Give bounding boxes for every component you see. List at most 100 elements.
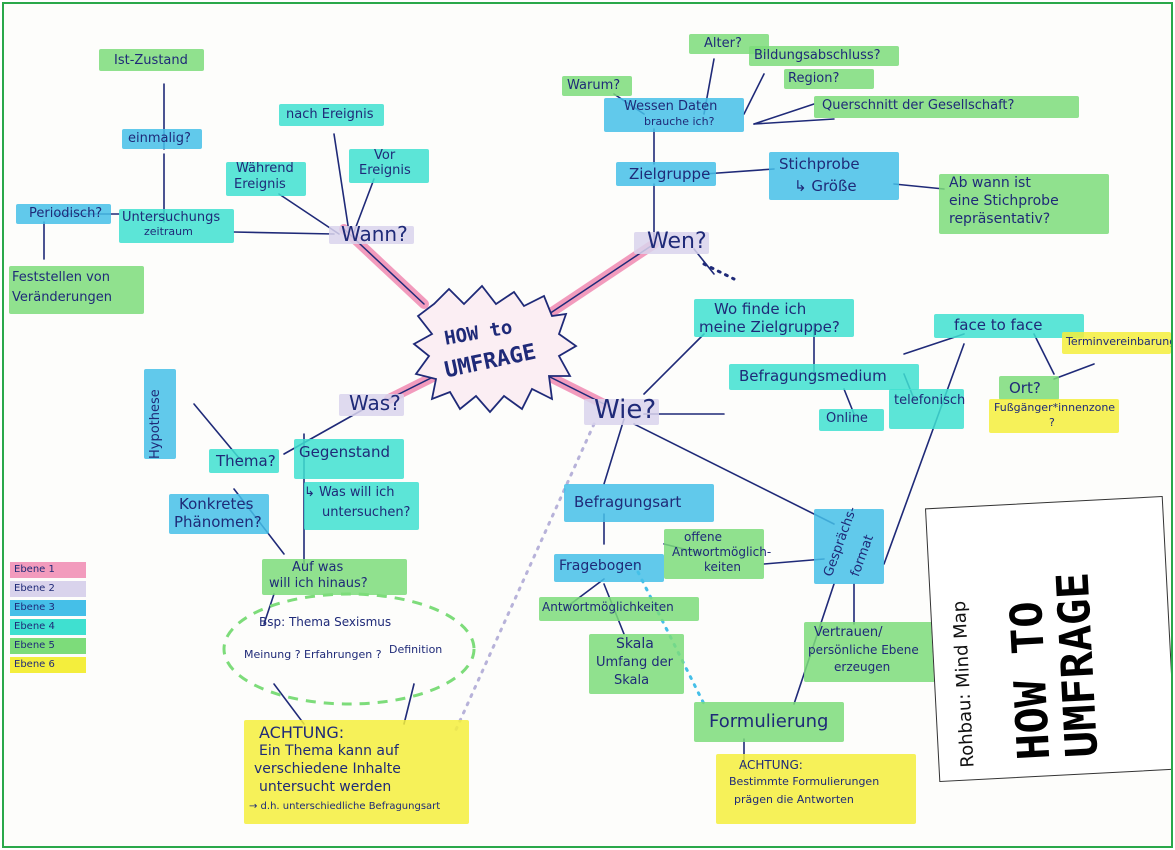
- node-face-to-face: face to face: [954, 316, 1043, 334]
- node-vertrauen-3: erzeugen: [834, 660, 891, 674]
- node-alter: Alter?: [704, 36, 742, 51]
- hl-ort: [999, 376, 1059, 400]
- node-was-will-1: ↳ Was will ich: [304, 485, 395, 500]
- node-konkretes-1: Konkretes: [179, 495, 254, 513]
- title-card: Rohbau: Mind Map HOW TO UMFRAGE: [924, 495, 1171, 783]
- node-offene-1: offene: [684, 530, 722, 544]
- node-untersuchungszeitraum-2: zeitraum: [144, 225, 193, 238]
- legend-item: Ebene 1: [10, 562, 86, 578]
- node-online: Online: [826, 411, 868, 426]
- node-auf-was-2: will ich hinaus?: [269, 576, 368, 591]
- node-gegenstand: Gegenstand: [299, 443, 391, 461]
- hl-online: [819, 409, 884, 431]
- node-achtung2-3: prägen die Antworten: [734, 793, 854, 806]
- node-feststellen-1: Feststellen von: [12, 270, 110, 285]
- node-groesse: ↳ Größe: [794, 177, 857, 195]
- node-wann: Wann?: [341, 222, 408, 246]
- hl-face-to-face: [934, 314, 1084, 338]
- hl-warum: [562, 76, 632, 96]
- hl-thema: [209, 449, 279, 473]
- hl-fussgaenger: [989, 399, 1119, 433]
- node-nach-ereignis: nach Ereignis: [286, 107, 374, 122]
- hl-befragungsmedium: [729, 364, 919, 390]
- hl-periodisch: [16, 204, 111, 224]
- node-zielgruppe: Zielgruppe: [629, 165, 711, 183]
- hl-befragungsart: [564, 484, 714, 522]
- hl-querschnitt: [814, 96, 1079, 118]
- hl-formulierung: [694, 702, 844, 742]
- hl-konkretes: [169, 494, 269, 534]
- hl-stichprobe: [769, 152, 899, 200]
- node-terminvereinbarung: Terminvereinbarung: [1066, 335, 1173, 348]
- hl-auf-was: [262, 559, 407, 595]
- hl-wie: [584, 399, 659, 425]
- hl-hypothese: [144, 369, 176, 459]
- node-wen: Wen?: [647, 229, 707, 254]
- hl-ist-zustand: [99, 49, 204, 71]
- node-antwortmoeglichkeiten: Antwortmöglichkeiten: [542, 600, 674, 614]
- node-wessen-daten-2: brauche ich?: [644, 115, 715, 128]
- node-achtung-2: Ein Thema kann auf: [259, 743, 399, 759]
- node-fragebogen: Fragebogen: [559, 558, 642, 574]
- hl-telefonisch: [889, 389, 964, 429]
- node-erfahrungen: Erfahrungen ?: [304, 648, 382, 661]
- node-wie: Wie?: [594, 395, 657, 425]
- legend-item: Ebene 6: [10, 657, 86, 673]
- hl-region: [784, 69, 874, 89]
- node-bildungsabschluss: Bildungsabschluss?: [754, 48, 881, 63]
- node-offene-3: keiten: [704, 560, 741, 574]
- node-waehrend-1: Während: [236, 161, 294, 176]
- node-wo-finde-1: Wo finde ich: [714, 300, 807, 318]
- dotted-lines: [452, 262, 736, 736]
- hl-wessen-daten: [604, 98, 744, 132]
- node-achtung2-2: Bestimmte Formulierungen: [729, 775, 880, 788]
- node-skala-2: Umfang der: [596, 655, 673, 670]
- node-hypothese: Hypothese: [148, 389, 163, 459]
- hl-achtung2: [716, 754, 916, 824]
- node-thema: Thema?: [216, 452, 276, 470]
- card-subtitle: Rohbau: Mind Map: [948, 600, 979, 769]
- node-wessen-daten-1: Wessen Daten: [624, 99, 718, 114]
- hl-terminvereinbarung: [1062, 332, 1171, 354]
- node-ab-wann-3: repräsentativ?: [949, 211, 1051, 227]
- hl-offene: [664, 529, 764, 579]
- hl-vor: [349, 149, 429, 183]
- node-vertrauen-1: Vertrauen/: [814, 625, 883, 640]
- node-konkretes-2: Phänomen?: [174, 513, 262, 531]
- hl-vertrauen: [804, 622, 944, 682]
- hl-nach-ereignis: [279, 104, 384, 126]
- node-formulierung: Formulierung: [709, 711, 829, 732]
- node-stichprobe: Stichprobe: [779, 155, 860, 173]
- legend-item: Ebene 5: [10, 638, 86, 654]
- hl-ab-wann: [939, 174, 1109, 234]
- hl-gespraechsformat: [814, 509, 884, 584]
- node-meinung: Meinung ?: [244, 648, 301, 661]
- node-achtung2-1: ACHTUNG:: [739, 758, 803, 772]
- node-waehrend-2: Ereignis: [234, 177, 286, 192]
- hl-was-will: [304, 482, 419, 530]
- node-achtung-3: verschiedene Inhalte: [254, 761, 401, 777]
- node-querschnitt: Querschnitt der Gesellschaft?: [822, 98, 1015, 113]
- hl-gegenstand: [294, 439, 404, 479]
- node-warum: Warum?: [567, 78, 621, 93]
- node-vor-1: Vor: [374, 148, 396, 163]
- hl-wo-finde: [694, 299, 854, 337]
- hl-waehrend: [226, 162, 306, 196]
- node-offene-2: Antwortmöglich-: [672, 545, 772, 559]
- node-befragungsart: Befragungsart: [574, 493, 682, 511]
- hl-einmalig: [122, 129, 202, 149]
- node-vor-2: Ereignis: [359, 163, 411, 178]
- hl-feststellen: [9, 266, 144, 314]
- hl-achtung: [244, 720, 469, 824]
- node-vertrauen-2: persönliche Ebene: [808, 643, 919, 657]
- node-achtung-1: ACHTUNG:: [259, 723, 345, 742]
- hl-antwortmoeglichkeiten: [539, 597, 699, 621]
- node-ort: Ort?: [1009, 379, 1041, 397]
- hl-zielgruppe: [616, 162, 716, 186]
- node-bsp: Bsp: Thema Sexismus: [259, 615, 392, 629]
- node-wo-finde-2: meine Zielgruppe?: [699, 318, 840, 336]
- hl-skala: [589, 634, 684, 694]
- node-feststellen-2: Veränderungen: [12, 290, 112, 305]
- hl-wen: [634, 232, 709, 254]
